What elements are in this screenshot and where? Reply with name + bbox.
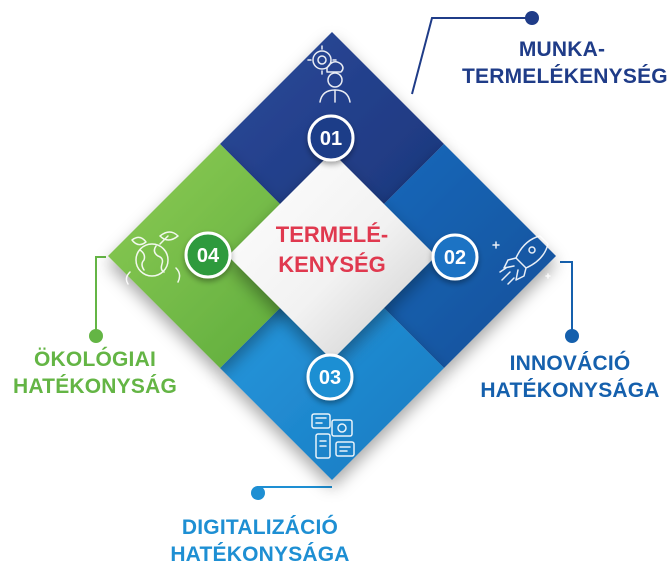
badge-04-number: 04: [197, 245, 220, 267]
worker-gear-icon: [307, 45, 351, 103]
connector-2: [560, 261, 579, 343]
connector-3: [251, 486, 332, 500]
badge-03: 03: [306, 353, 354, 401]
segment-03-label-line2: HATÉKONYSÁGA: [170, 543, 350, 566]
badge-03-number: 03: [319, 367, 341, 389]
rocket-icon: [492, 235, 551, 285]
digital-devices-icon: [311, 413, 355, 459]
badge-02-number: 02: [444, 247, 466, 269]
segment-03-label-line1: DIGITALIZÁCIÓ: [181, 516, 339, 539]
center-title-line1: TERMELÉ-: [276, 222, 388, 247]
segment-02-label-line2: HATÉKONYSÁGA: [480, 379, 660, 402]
segment-02-label-line1: INNOVÁCIÓ: [509, 352, 631, 375]
segment-01-label-line2: TERMELÉKENYSÉG: [462, 65, 668, 88]
badge-01: 01: [307, 114, 355, 162]
segment-03-label: DIGITALIZÁCIÓ HATÉKONYSÁGA: [150, 514, 370, 568]
segment-02-label: INNOVÁCIÓ HATÉKONYSÁGA: [470, 350, 670, 404]
center-diamond: [228, 152, 436, 360]
segment-04-label-line1: ÖKOLÓGIAI: [34, 348, 156, 371]
segment-04-label: ÖKOLÓGIAI HATÉKONYSÁG: [0, 346, 190, 400]
badge-04: 04: [184, 231, 232, 279]
connector-4: [89, 256, 106, 343]
badge-02: 02: [431, 233, 479, 281]
connector-1: [411, 11, 539, 95]
badge-01-number: 01: [320, 128, 342, 150]
segment-04-label-line2: HATÉKONYSÁG: [13, 375, 177, 398]
segment-01-label-line1: MUNKA-: [518, 38, 606, 61]
center-title-line2: KENYSÉG: [278, 252, 386, 277]
segment-01-label: MUNKA- TERMELÉKENYSÉG: [462, 36, 668, 90]
eco-globe-icon: [125, 231, 181, 285]
